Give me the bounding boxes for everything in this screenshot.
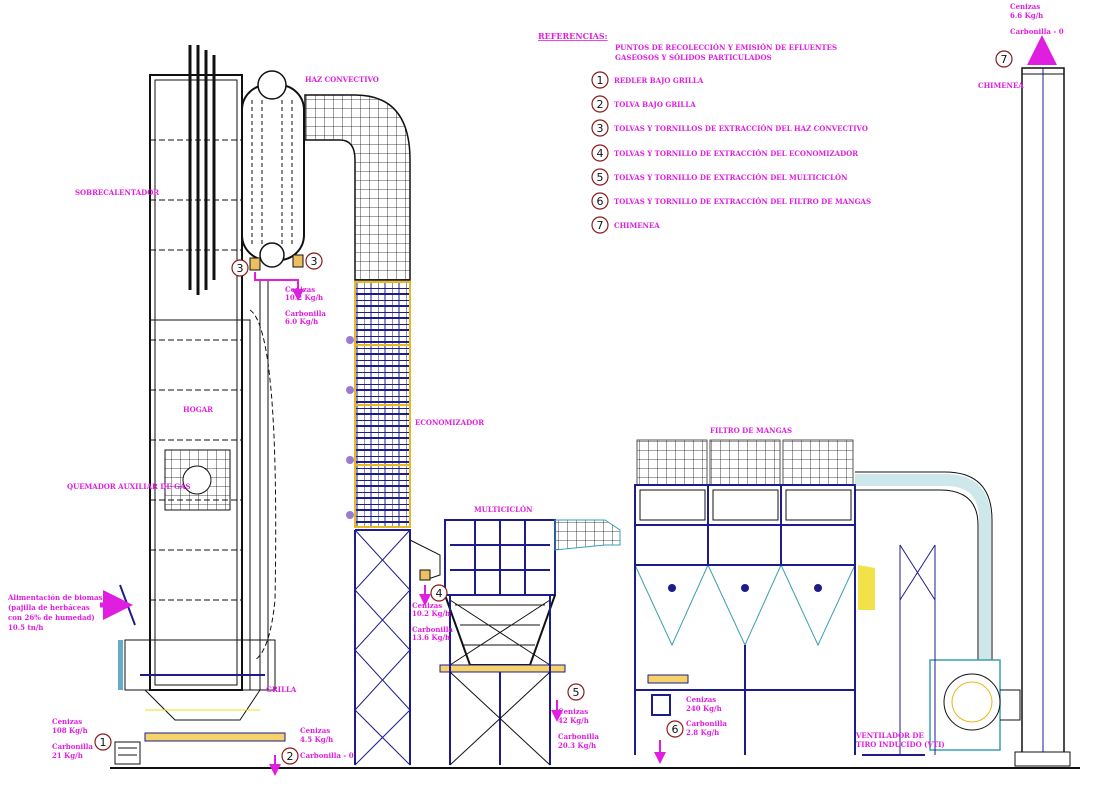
emission-arrows: [100, 35, 1057, 776]
svg-text:6.6 Kg/h: 6.6 Kg/h: [1010, 11, 1043, 20]
svg-text:Cenizas: Cenizas: [1010, 2, 1040, 11]
emission-point-3: 3 3 Cenizas 10.2 Kg/h Carbonilla 6.0 Kg/…: [231, 252, 326, 326]
svg-text:CHIMENEA: CHIMENEA: [614, 221, 660, 230]
label-haz-convectivo: HAZ CONVECTIVO: [305, 75, 379, 84]
reference-item-5: 5 TOLVAS Y TORNILLO DE EXTRACCIÓN DEL MUL…: [591, 168, 848, 186]
economizer: [346, 281, 441, 766]
boiler-furnace: [149, 45, 277, 691]
svg-text:6: 6: [597, 195, 604, 208]
reference-item-3: 3 TOLVAS Y TORNILLOS DE EXTRACCIÓN DEL HA…: [591, 119, 868, 137]
svg-text:TOLVAS Y TORNILLOS DE EXTRACCI: TOLVAS Y TORNILLOS DE EXTRACCIÓN DEL HAZ…: [614, 124, 868, 133]
chimney: [1014, 67, 1071, 767]
svg-text:42 Kg/h: 42 Kg/h: [558, 716, 589, 725]
emission-point-6: 6 Cenizas 240 Kg/h Carbonilla 2.8 Kg/h: [666, 695, 727, 738]
grate: [114, 584, 286, 765]
label-chimenea: CHIMENEA: [978, 81, 1024, 90]
svg-text:4: 4: [597, 147, 604, 160]
svg-text:21 Kg/h: 21 Kg/h: [52, 751, 83, 760]
svg-text:(pajilla de herbáceas: (pajilla de herbáceas: [8, 603, 90, 612]
label-vti-1: VENTILADOR DE: [855, 731, 924, 740]
svg-text:5: 5: [597, 171, 604, 184]
svg-text:Carbonilla: Carbonilla: [52, 742, 93, 751]
svg-text:REDLER BAJO GRILLA: REDLER BAJO GRILLA: [614, 76, 704, 85]
svg-text:4.5 Kg/h: 4.5 Kg/h: [300, 735, 333, 744]
references-title: REFERENCIAS:: [538, 31, 608, 41]
svg-text:Alimentación de biomasa: Alimentación de biomasa: [7, 593, 107, 602]
svg-text:3: 3: [311, 255, 318, 268]
svg-text:5: 5: [573, 686, 580, 699]
svg-text:Carbonilla: Carbonilla: [412, 625, 453, 634]
reference-item-2: 2 TOLVA BAJO GRILLA: [591, 95, 696, 113]
svg-text:3: 3: [597, 122, 604, 135]
emission-point-5: 5 Cenizas 42 Kg/h Carbonilla 20.3 Kg/h: [558, 683, 599, 750]
svg-text:Cenizas: Cenizas: [52, 717, 82, 726]
label-hogar: HOGAR: [183, 405, 213, 414]
label-multiciclon: MULTICICLÓN: [474, 505, 533, 514]
svg-text:108 Kg/h: 108 Kg/h: [52, 726, 88, 735]
svg-text:Cenizas: Cenizas: [300, 726, 330, 735]
biomass-feed-note: Alimentación de biomasa (pajilla de herb…: [7, 593, 107, 632]
svg-text:Carbonilla - 0: Carbonilla - 0: [300, 751, 354, 760]
svg-text:1: 1: [100, 736, 107, 749]
flue-duct: [304, 94, 411, 281]
references-subtitle: PUNTOS DE RECOLECCIÓN Y EMISIÓN DE EFLUE…: [615, 43, 837, 52]
svg-text:TOLVA BAJO GRILLA: TOLVA BAJO GRILLA: [614, 100, 696, 109]
svg-text:13.6 Kg/h: 13.6 Kg/h: [412, 633, 450, 642]
label-sobrecalentador: SOBRECALENTADOR: [75, 188, 159, 197]
svg-text:10.5 tn/h: 10.5 tn/h: [8, 623, 43, 632]
svg-text:3: 3: [237, 262, 244, 275]
label-filtro: FILTRO DE MANGAS: [710, 426, 792, 435]
emission-point-1: 1 Cenizas 108 Kg/h Carbonilla 21 Kg/h: [52, 717, 112, 760]
svg-text:10.2 Kg/h: 10.2 Kg/h: [285, 293, 323, 302]
svg-text:10.2 Kg/h: 10.2 Kg/h: [412, 609, 450, 618]
svg-text:6: 6: [672, 723, 679, 736]
svg-text:7: 7: [1001, 53, 1008, 66]
label-economizador: ECONOMIZADOR: [415, 418, 484, 427]
svg-text:Carbonilla - 0: Carbonilla - 0: [1010, 27, 1064, 36]
svg-text:7: 7: [597, 219, 604, 232]
emission-point-4: 4 Cenizas 10.2 Kg/h Carbonilla 13.6 Kg/h: [412, 584, 453, 642]
label-vti-2: TIRO INDUCIDO (VTI): [856, 740, 945, 749]
svg-text:TOLVAS Y TORNILLO DE EXTRACCIÓ: TOLVAS Y TORNILLO DE EXTRACCIÓN DEL MULT…: [614, 173, 848, 182]
label-grilla: GRILLA: [266, 685, 297, 694]
svg-text:240 Kg/h: 240 Kg/h: [686, 704, 722, 713]
svg-text:Carbonilla: Carbonilla: [686, 719, 727, 728]
svg-text:Cenizas: Cenizas: [285, 285, 315, 294]
svg-text:20.3 Kg/h: 20.3 Kg/h: [558, 741, 596, 750]
svg-text:2.8 Kg/h: 2.8 Kg/h: [686, 728, 719, 737]
svg-text:1: 1: [597, 74, 604, 87]
svg-text:2: 2: [597, 98, 604, 111]
emission-point-7: 7 Cenizas 6.6 Kg/h Carbonilla - 0: [995, 2, 1064, 68]
bag-filter: [634, 439, 856, 755]
reference-item-6: 6 TOLVAS Y TORNILLO DE EXTRACCIÓN DEL FIL…: [591, 192, 871, 210]
references-legend: REFERENCIAS: PUNTOS DE RECOLECCIÓN Y EMI…: [538, 31, 871, 234]
svg-text:Cenizas: Cenizas: [558, 707, 588, 716]
svg-text:4: 4: [436, 587, 443, 600]
label-quemador: QUEMADOR AUXILIAR DE GAS: [67, 482, 191, 491]
reference-item-1: 1 REDLER BAJO GRILLA: [591, 71, 704, 89]
svg-text:TOLVAS Y TORNILLO DE EXTRACCIÓ: TOLVAS Y TORNILLO DE EXTRACCIÓN DEL ECON…: [614, 149, 858, 158]
svg-text:con 26% de humedad): con 26% de humedad): [8, 613, 95, 622]
convective-bank: [241, 70, 305, 271]
svg-text:2: 2: [287, 750, 294, 763]
svg-text:Cenizas: Cenizas: [412, 601, 442, 610]
multicyclone: [439, 519, 621, 766]
induced-draft-fan: [855, 471, 1021, 756]
reference-item-4: 4 TOLVAS Y TORNILLO DE EXTRACCIÓN DEL ECO…: [591, 144, 858, 162]
svg-text:6.0 Kg/h: 6.0 Kg/h: [285, 317, 318, 326]
svg-text:Carbonilla: Carbonilla: [285, 309, 326, 318]
svg-text:GASEOSOS Y SÓLIDOS PARTICULADO: GASEOSOS Y SÓLIDOS PARTICULADOS: [615, 53, 772, 62]
reference-item-7: 7 CHIMENEA: [591, 216, 660, 234]
svg-text:TOLVAS Y TORNILLO DE EXTRACCIÓ: TOLVAS Y TORNILLO DE EXTRACCIÓN DEL FILT…: [614, 197, 871, 206]
svg-text:Carbonilla: Carbonilla: [558, 732, 599, 741]
svg-text:Cenizas: Cenizas: [686, 695, 716, 704]
emission-point-2: 2 Cenizas 4.5 Kg/h Carbonilla - 0: [281, 726, 354, 765]
